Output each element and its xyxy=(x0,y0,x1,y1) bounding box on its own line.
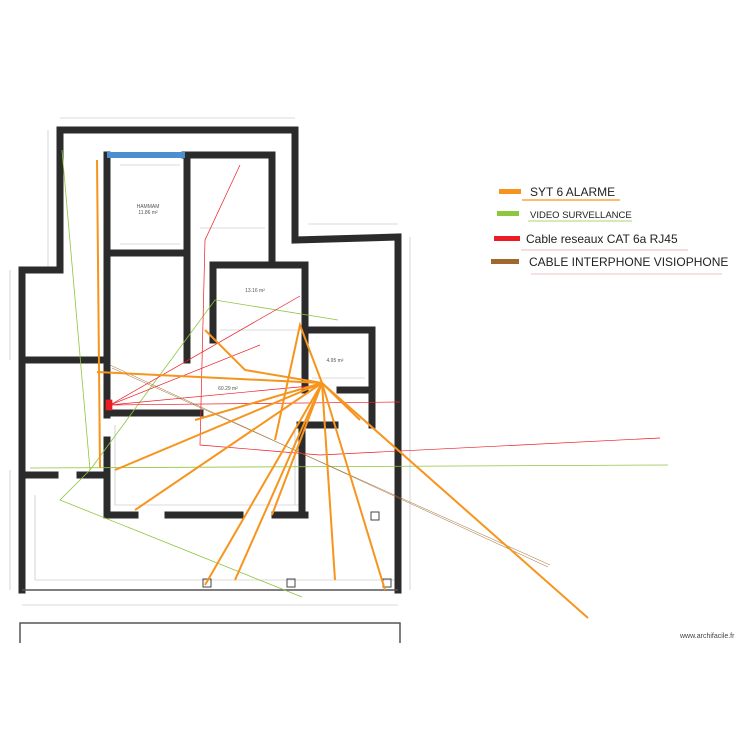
sensor-icon xyxy=(202,578,212,588)
legend-label: VIDEO SURVELLANCE xyxy=(530,210,632,221)
sensor-icon xyxy=(370,511,380,521)
room-area: 13.16 m² xyxy=(245,288,265,294)
legend-swatch-alarm xyxy=(499,189,521,194)
legend: SYT 6 ALARME VIDEO SURVELLANCE Cable res… xyxy=(491,185,728,275)
intercom-cables xyxy=(109,364,551,568)
legend-label: Cable reseaux CAT 6a RJ45 xyxy=(526,232,678,246)
sensor-icon xyxy=(286,578,296,588)
room-area: 60.29 m² xyxy=(218,386,238,392)
alarm-cables xyxy=(96,159,589,619)
sensors xyxy=(202,511,392,588)
legend-swatch-intercom xyxy=(491,259,519,264)
watermark: www.archifacile.fr xyxy=(679,633,735,640)
video-cables xyxy=(29,149,669,598)
legend-swatch-video xyxy=(497,211,519,216)
walls xyxy=(18,126,402,643)
legend-label: CABLE INTERPHONE VISIOPHONE xyxy=(529,255,728,269)
legend-swatch-network xyxy=(494,236,520,241)
room-name: HAMMAM xyxy=(137,204,160,210)
window xyxy=(107,152,185,158)
room-area: 11.86 m² xyxy=(138,210,158,216)
legend-label: SYT 6 ALARME xyxy=(530,185,615,199)
room-area: 4.95 m² xyxy=(327,358,344,364)
